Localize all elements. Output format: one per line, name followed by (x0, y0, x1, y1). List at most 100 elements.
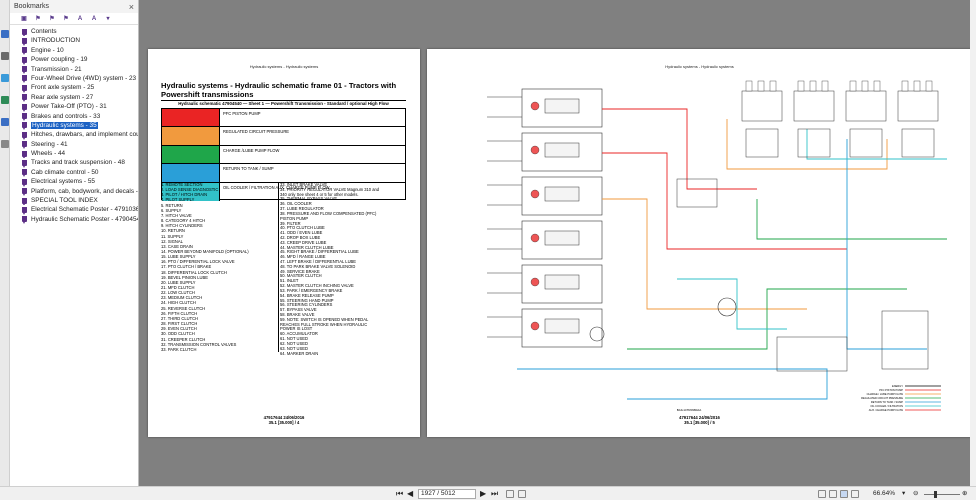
valve-block (521, 308, 603, 348)
bookmark-item[interactable]: Power Take-Off (PTO) - 31 (10, 102, 138, 112)
document-area[interactable]: Hydraulic systems - Hydraulic systems Hy… (139, 0, 976, 486)
item-entry: REACHES FULL STROKE WHEN HYDRAULIC (280, 321, 368, 327)
facing-icon[interactable] (840, 490, 848, 498)
valve-block (521, 88, 603, 128)
page-right: Hydraulic systems - Hydraulic systems EN… (427, 49, 972, 437)
new-bookmark-icon[interactable]: ⚑ (35, 16, 41, 22)
solenoid-icon (530, 189, 540, 199)
bookmark-label: Contents (31, 28, 57, 35)
page-number-input[interactable]: 1927 / 5012 (418, 489, 476, 499)
solenoid-icon (530, 277, 540, 287)
zoom-in-icon[interactable]: ⊕ (962, 490, 968, 497)
bookmark-item[interactable]: Engine - 10 (10, 46, 138, 56)
add-child-bookmark-icon[interactable]: ⚑ (49, 16, 55, 22)
bookmark-item[interactable]: Electrical Schematic Poster - 4791036 (10, 205, 138, 215)
coupler (849, 80, 857, 92)
bookmark-item[interactable]: Hitches, drawbars, and implement cou (10, 130, 138, 140)
zoom-dropdown-icon[interactable]: ▾ (902, 490, 906, 497)
page-title: Hydraulic systems - Hydraulic schematic … (161, 81, 406, 101)
item-entry: 33. INLET BRAKE VALVE (280, 182, 328, 187)
bookmark-item[interactable]: Brakes and controls - 33 (10, 112, 138, 121)
previous-page-icon[interactable]: ◀ (407, 489, 414, 498)
bookmark-item[interactable]: SPECIAL TOOL INDEX (10, 196, 138, 206)
page-header: Hydraulic systems - Hydraulic systems (665, 64, 734, 69)
delete-bookmark-icon[interactable]: ⚑ (63, 16, 69, 22)
item-entry: 46. MFD / RANGE LUBE (280, 254, 326, 260)
attachments-icon[interactable] (1, 52, 9, 60)
bookmark-item[interactable]: Four-Wheel Drive (4WD) system - 23 (10, 74, 138, 84)
item-entry: 43. CREEP DRIVE LUBE (280, 239, 327, 245)
bookmark-item[interactable]: Hydraulic systems - 35 (10, 121, 138, 131)
item-entry: 4. PILOT SUPPLY (161, 197, 195, 203)
valve-block (521, 264, 603, 304)
bookmark-icon (22, 37, 27, 46)
item-entry: 33. PARK CLUTCH (161, 346, 197, 352)
signatures-icon[interactable] (1, 96, 9, 104)
bookmark-icon (22, 94, 27, 103)
options-icon[interactable]: ▾ (106, 16, 110, 22)
legend-row: REGULATED CIRCUIT PRESSURE (162, 127, 405, 146)
last-page-icon[interactable]: ⏭ (491, 489, 499, 498)
bookmark-item[interactable]: Wheels - 44 (10, 149, 138, 159)
next-view-icon[interactable] (518, 490, 526, 498)
item-entry: 51. INLET (280, 278, 299, 284)
bookmark-item[interactable]: Front axle system - 25 (10, 83, 138, 93)
bookmark-icon (22, 197, 27, 206)
valve-stack (901, 128, 935, 158)
vertical-scrollbar[interactable] (970, 0, 976, 486)
item-entry: 26. FIFTH CLUTCH (161, 310, 198, 316)
zoom-slider-thumb[interactable] (934, 491, 937, 498)
item-entry: 18. DIFFERENTIAL LOCK CLUTCH (161, 269, 227, 275)
bookmark-item[interactable]: Rear axle system - 27 (10, 93, 138, 103)
pages-icon[interactable] (1, 30, 9, 38)
flow-line (517, 368, 828, 400)
bookmark-item[interactable]: Steering - 41 (10, 140, 138, 150)
bookmark-item[interactable]: Power coupling - 19 (10, 55, 138, 65)
bookmark-label: Wheels - 44 (31, 150, 66, 158)
first-page-icon[interactable]: ⏮ (396, 489, 404, 498)
zoom-slider[interactable] (924, 494, 960, 495)
item-entry: 58. BRAKE VALVE (280, 312, 315, 317)
item-entry: 45. RIGHT BRAKE / DIFFERENTIAL LUBE (280, 249, 359, 255)
close-icon[interactable]: × (128, 1, 134, 12)
coupler (873, 80, 881, 92)
expand-all-icon[interactable]: ▣ (21, 16, 27, 22)
page-left: Hydraulic systems - Hydraulic systems Hy… (148, 49, 420, 437)
single-page-icon[interactable] (818, 490, 826, 498)
bookmark-item[interactable]: Contents (10, 27, 138, 37)
zoom-level[interactable]: 66.64% (873, 490, 896, 497)
valve-stack (797, 128, 831, 158)
item-entry: 56. STEERING CYLINDERS (280, 302, 333, 308)
legend-row: OIL COOLER / FILTRATION AUX. CHARGE PUMP… (162, 182, 405, 201)
bookmark-item[interactable]: Hydraulic Schematic Poster - 4790454 (10, 215, 138, 225)
bookmark-item[interactable]: Tracks and track suspension - 48 (10, 158, 138, 168)
bookmarks-icon[interactable] (1, 118, 9, 126)
bookmark-item[interactable]: Transmission - 21 (10, 65, 138, 74)
footer-code: 47917644 24/06/2016 (679, 415, 720, 420)
increase-font-icon[interactable]: A (77, 15, 83, 22)
decrease-font-icon[interactable]: A (91, 15, 97, 22)
facing-continuous-icon[interactable] (851, 490, 859, 498)
item-entry: 37. LUBE REGULATOR (280, 206, 324, 212)
valve-spool (544, 98, 580, 114)
legend-label: RETURN TO TANK / SUMP (223, 166, 274, 172)
next-page-icon[interactable]: ▶ (480, 489, 487, 498)
item-entry: 8. CATEGORY 4 HITCH (161, 218, 206, 224)
page-subtitle: Hydraulic schematic 47904540 — Sheet 1 —… (178, 101, 389, 106)
item-entry: 57. BYPASS VALVE (280, 307, 317, 313)
zoom-out-icon[interactable]: ⊖ (913, 490, 919, 497)
bookmark-icon (22, 159, 27, 168)
continuous-icon[interactable] (829, 490, 837, 498)
brake-valve-block (881, 310, 929, 370)
item-entry: 52. MASTER CLUTCH INCHING VALVE (280, 283, 354, 289)
bookmark-item[interactable]: Platform, cab, bodywork, and decals - (10, 187, 138, 197)
item-entry: 61. NOT USED (280, 336, 308, 342)
comments-icon[interactable] (1, 140, 9, 148)
layers-icon[interactable] (1, 74, 9, 82)
item-entry: 50. MASTER CLUTCH (280, 273, 322, 279)
bookmark-item[interactable]: INTRODUCTION (10, 36, 138, 46)
bookmark-item[interactable]: Cab climate control - 50 (10, 168, 138, 178)
bookmark-label: Engine - 10 (31, 46, 64, 54)
bookmark-item[interactable]: Electrical systems - 55 (10, 177, 138, 187)
previous-view-icon[interactable] (506, 490, 514, 498)
